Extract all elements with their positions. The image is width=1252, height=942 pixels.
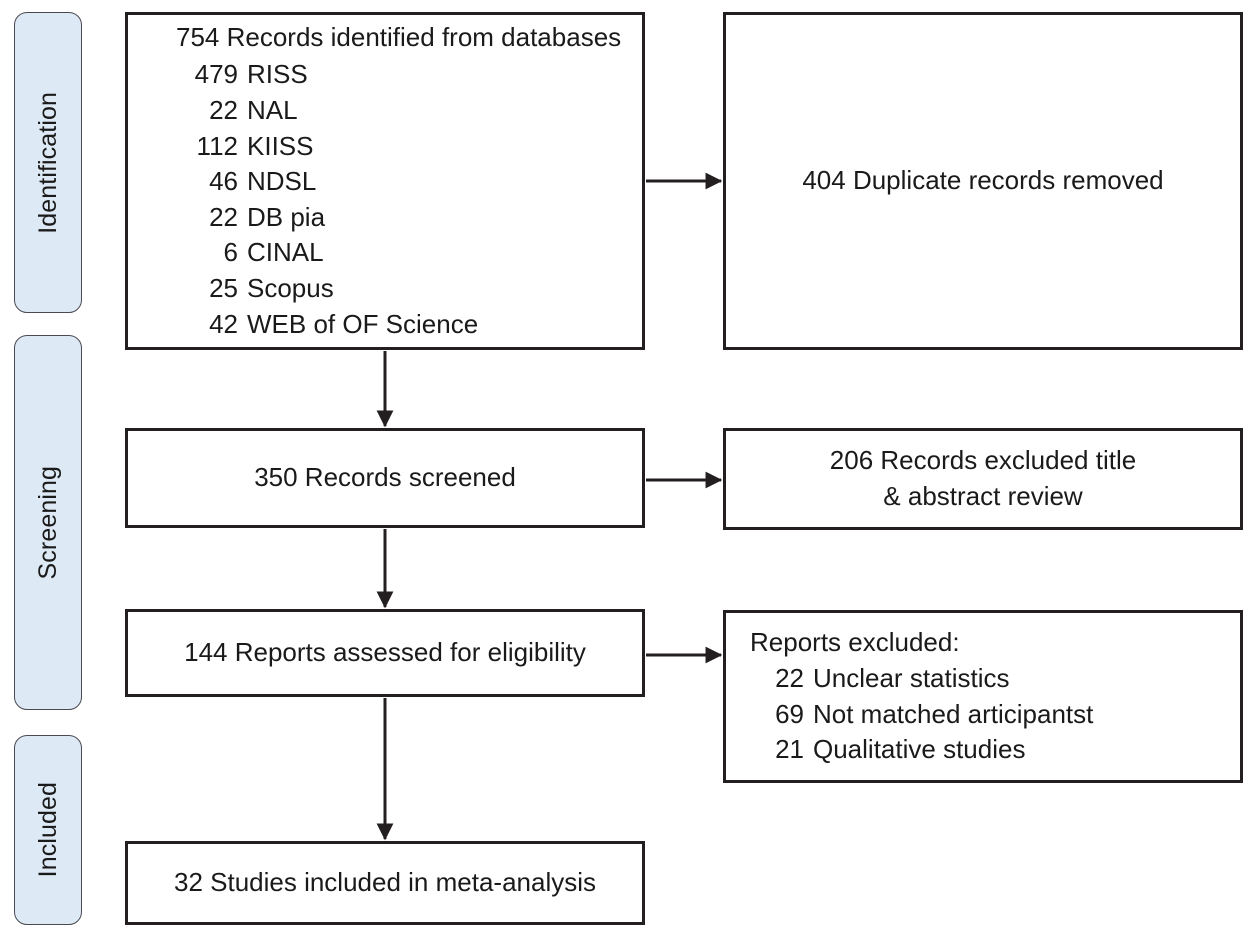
source-name-riss: RISS (247, 59, 308, 90)
box-reports-excluded: Reports excluded: 22 Unclear statistics 6… (723, 610, 1243, 783)
records-identified-heading: 754 Records identified from databases (176, 21, 622, 52)
source-row-web-of-science: 42 WEB of OF Science (176, 307, 621, 343)
source-row-nal: 22 NAL (176, 93, 621, 129)
box-records-excluded-title-abstract: 206 Records excluded title & abstract re… (723, 428, 1243, 530)
source-name-dbpia: DB pia (247, 201, 326, 232)
source-row-ndsl: 46 NDSL (176, 164, 621, 200)
stage-identification: Identification (14, 12, 82, 313)
source-name-web-of-science: WEB of OF Science (247, 308, 479, 339)
box-records-identified: 754 Records identified from databases 47… (125, 12, 645, 350)
stage-screening-label: Screening (33, 465, 62, 580)
source-count-dbpia: 22 (209, 201, 238, 232)
source-count-web-of-science: 42 (209, 308, 238, 339)
reason-name-qualitative-studies: Qualitative studies (813, 734, 1026, 765)
source-name-kiiss: KIISS (247, 130, 314, 161)
reason-count-not-matched-participants: 69 (775, 698, 804, 729)
source-name-ndsl: NDSL (247, 166, 317, 197)
box-reports-assessed-eligibility: 144 Reports assessed for eligibility (125, 609, 645, 697)
source-name-nal: NAL (247, 94, 298, 125)
source-row-riss: 479 RISS (176, 57, 621, 93)
reason-name-not-matched-participants: Not matched articipantst (813, 698, 1094, 729)
box-duplicate-records-removed: 404 Duplicate records removed (723, 12, 1243, 350)
source-count-cinal: 6 (223, 237, 238, 268)
studies-included-text: 32 Studies included in meta-analysis (173, 867, 597, 898)
box-records-screened: 350 Records screened (125, 428, 645, 528)
reason-count-unclear-statistics: 22 (775, 662, 804, 693)
records-identified-content: 754 Records identified from databases 47… (128, 20, 621, 342)
source-row-scopus: 25 Scopus (176, 271, 621, 307)
duplicate-records-text: 404 Duplicate records removed (802, 165, 1164, 196)
stage-included: Included (14, 735, 82, 925)
reports-excluded-heading: Reports excluded: (750, 627, 960, 658)
source-row-kiiss: 112 KIISS (176, 129, 621, 165)
source-name-cinal: CINAL (247, 237, 324, 268)
reason-count-qualitative-studies: 21 (775, 734, 804, 765)
source-count-kiiss: 112 (196, 130, 238, 161)
source-count-nal: 22 (209, 94, 238, 125)
box-studies-included-meta-analysis: 32 Studies included in meta-analysis (125, 841, 645, 925)
source-row-cinal: 6 CINAL (176, 235, 621, 271)
source-count-ndsl: 46 (209, 166, 238, 197)
records-excluded-line-1: 206 Records excluded title (829, 445, 1137, 476)
reason-row-qualitative-studies: 21 Qualitative studies (750, 732, 1093, 768)
reports-assessed-text: 144 Reports assessed for eligibility (184, 637, 586, 668)
stage-screening: Screening (14, 335, 82, 710)
reason-row-unclear-statistics: 22 Unclear statistics (750, 661, 1093, 697)
records-excluded-line-2: & abstract review (883, 481, 1083, 511)
source-row-dbpia: 22 DB pia (176, 200, 621, 236)
source-count-riss: 479 (194, 59, 238, 90)
stage-identification-label: Identification (33, 91, 62, 234)
reason-row-not-matched-participants: 69 Not matched articipantst (750, 697, 1093, 733)
source-count-scopus: 25 (209, 273, 238, 304)
stage-included-label: Included (33, 782, 62, 878)
reason-name-unclear-statistics: Unclear statistics (813, 662, 1010, 693)
records-screened-text: 350 Records screened (254, 462, 516, 493)
source-name-scopus: Scopus (247, 273, 334, 304)
reports-excluded-content: Reports excluded: 22 Unclear statistics 6… (726, 625, 1093, 767)
